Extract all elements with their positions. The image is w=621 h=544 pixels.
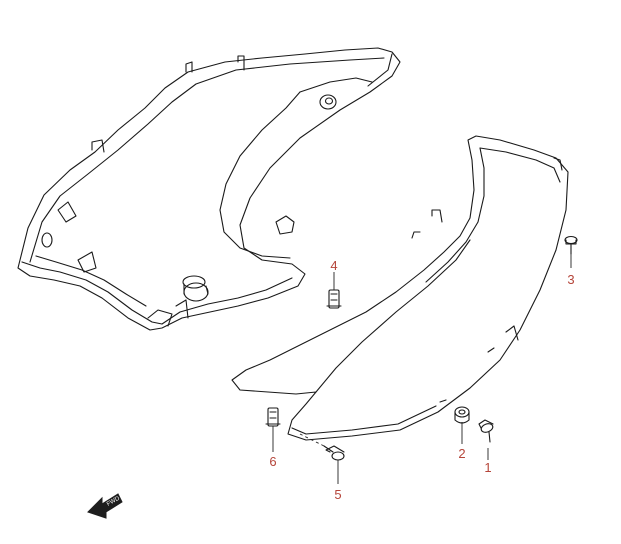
side-cover-panel [231, 135, 569, 441]
screw-3 [564, 235, 578, 255]
fwd-arrow-icon: FWD [87, 493, 123, 519]
callout-labels: 1 2 3 4 5 6 [269, 258, 574, 502]
clip-nut-6 [265, 407, 281, 427]
leader-lines [272, 254, 572, 484]
callout-2: 2 [458, 446, 465, 461]
callout-5: 5 [334, 487, 341, 502]
callout-4: 4 [330, 258, 337, 273]
callout-6: 6 [269, 454, 276, 469]
grommet-2 [454, 406, 470, 424]
upper-cowling-panel [17, 47, 401, 331]
callout-3: 3 [567, 272, 574, 287]
clip-nut-4 [326, 289, 342, 309]
screw-1 [478, 419, 494, 443]
screw-5 [323, 445, 345, 461]
callout-1: 1 [484, 460, 491, 475]
